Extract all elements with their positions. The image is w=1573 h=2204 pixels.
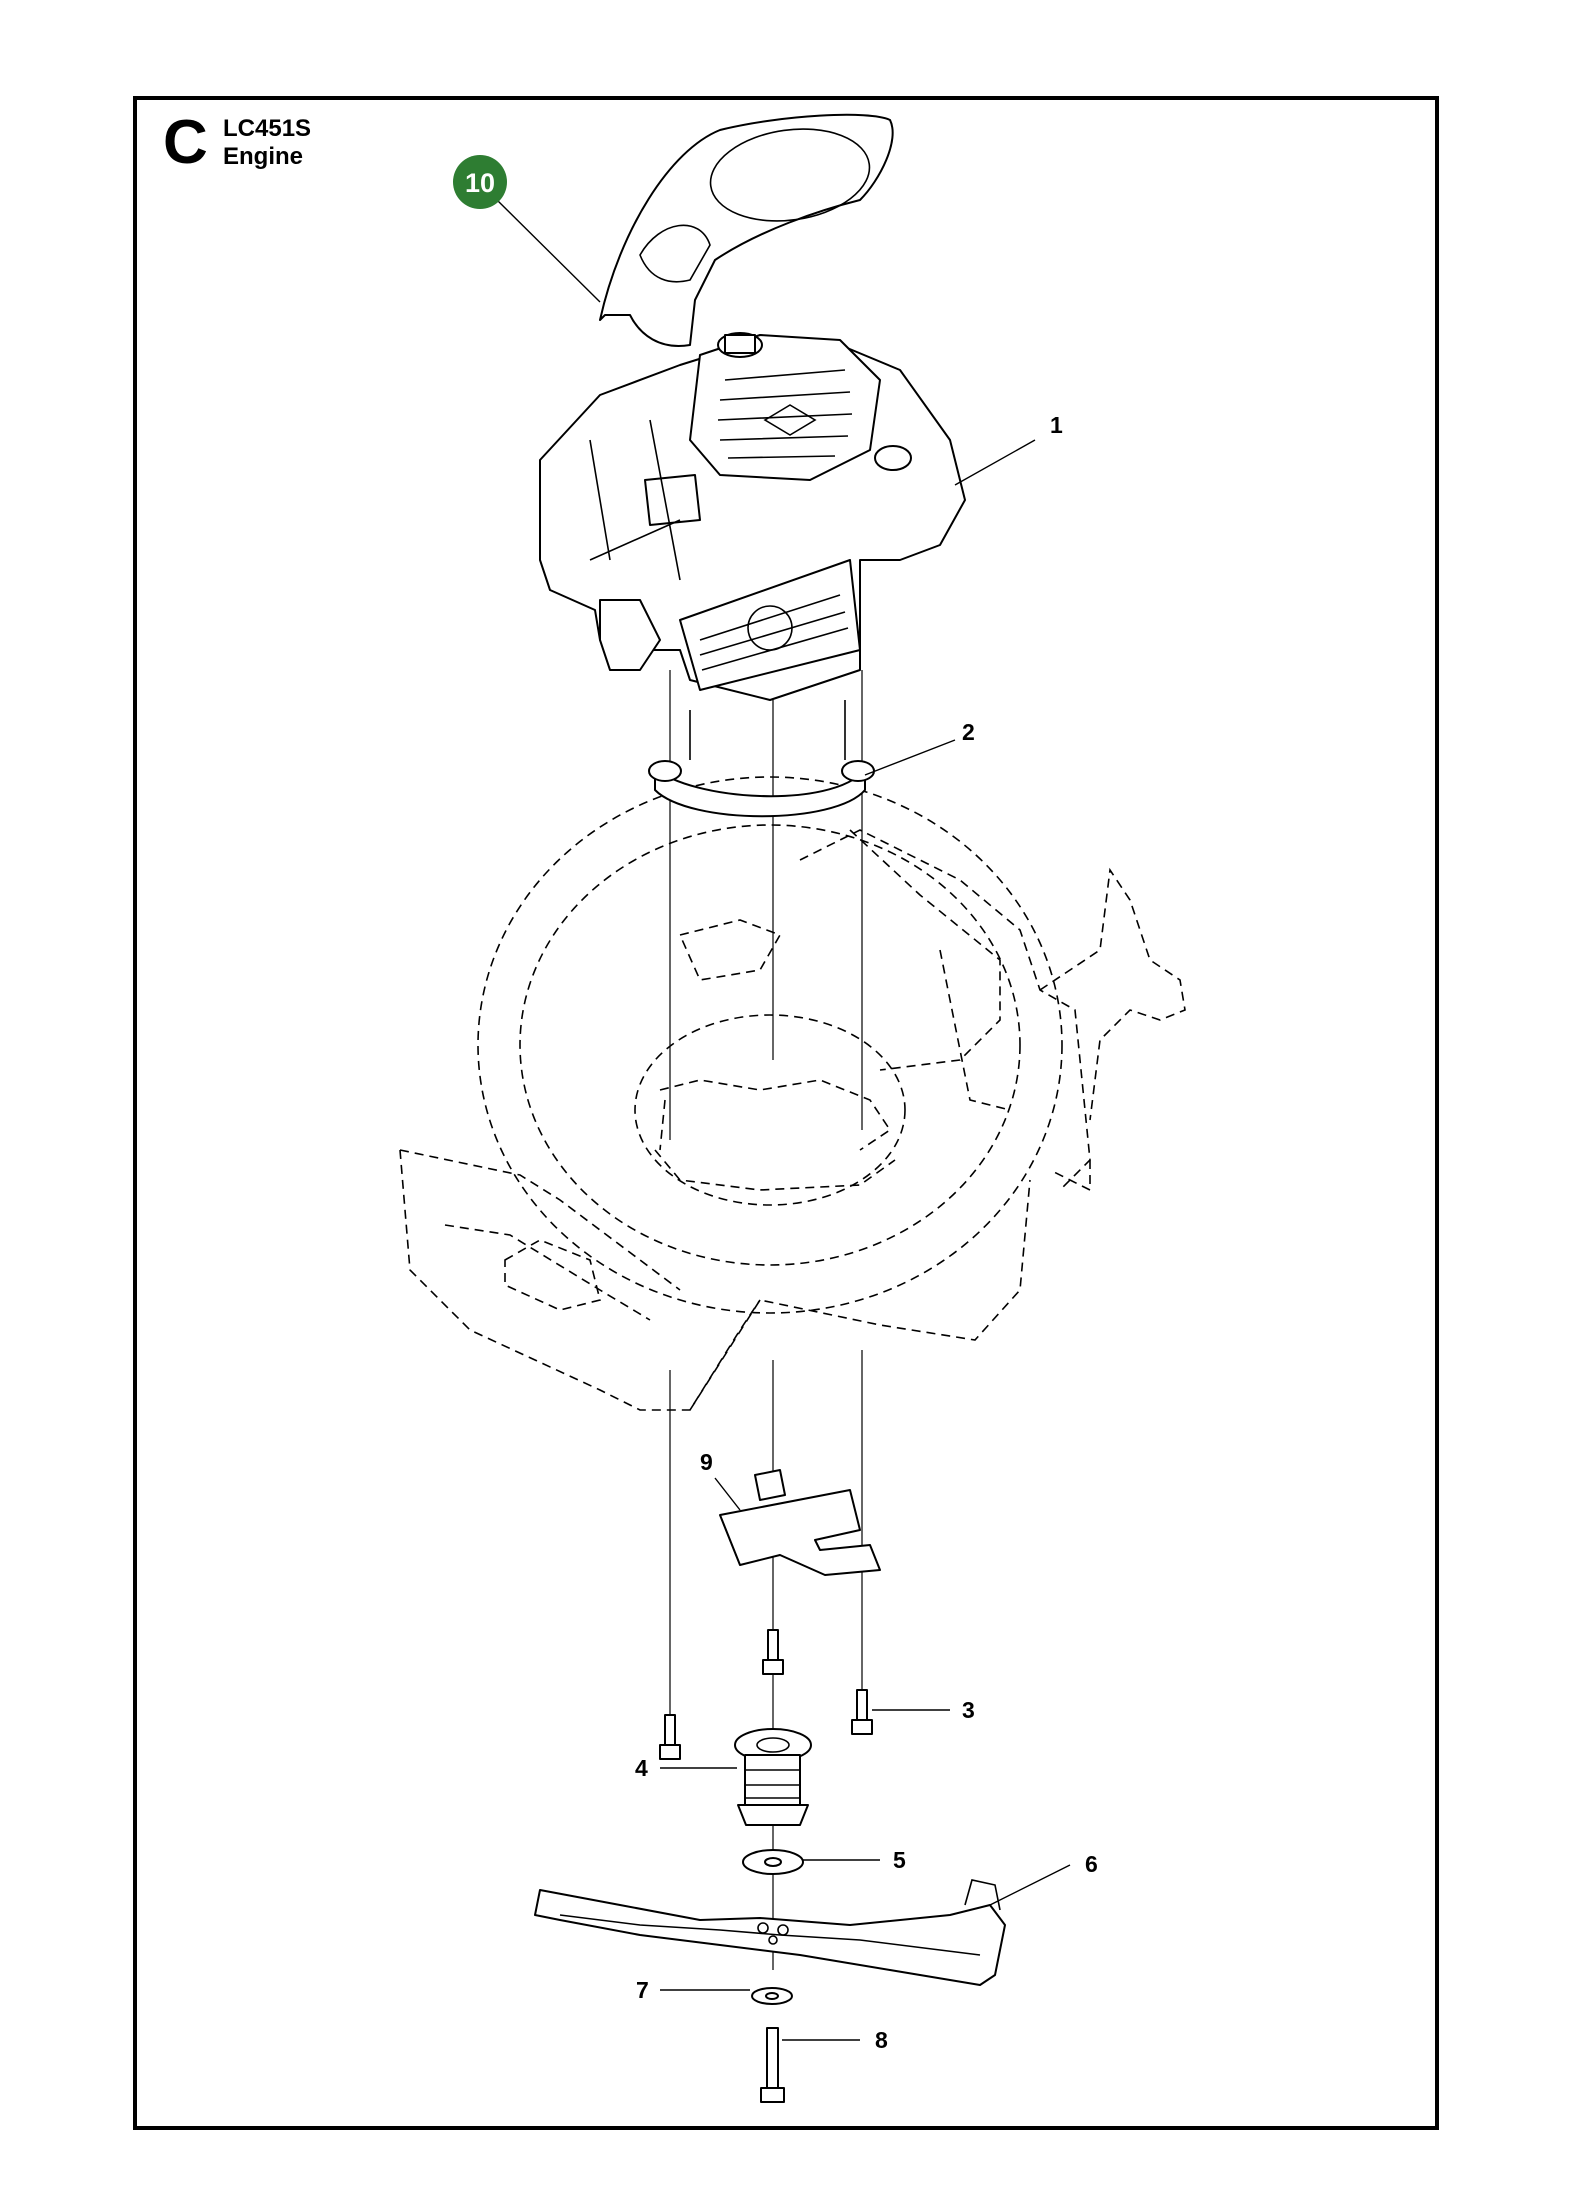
washer-part-7[interactable] xyxy=(751,1987,793,2005)
leader-lines xyxy=(496,199,1071,2041)
callout-8: 8 xyxy=(875,2027,888,2053)
blade-part-6[interactable] xyxy=(534,1879,1006,1986)
callout-2: 2 xyxy=(962,719,975,745)
engine-part-1[interactable] xyxy=(539,332,966,701)
bolt-part-3[interactable] xyxy=(659,1629,873,1760)
mower-deck-outline xyxy=(399,776,1186,1411)
callout-7: 7 xyxy=(636,1977,649,2003)
callout-1: 1 xyxy=(1050,412,1063,438)
engine-cover-part-10[interactable] xyxy=(599,113,894,347)
callout-3: 3 xyxy=(962,1697,975,1723)
callout-5: 5 xyxy=(893,1847,906,1873)
diagram-frame xyxy=(133,96,1439,2130)
callout-10-badge: 10 xyxy=(453,155,507,209)
model-number: LC451S xyxy=(223,115,312,142)
section-letter: C xyxy=(163,108,208,177)
alignment-lines xyxy=(669,670,863,1970)
bracket-part-9[interactable] xyxy=(719,1469,881,1576)
adapter-ring-part-2[interactable] xyxy=(648,700,875,818)
blade-adapter-part-4[interactable] xyxy=(734,1728,812,1826)
washer-part-5[interactable] xyxy=(742,1849,804,1875)
callout-4: 4 xyxy=(635,1755,648,1781)
callout-6: 6 xyxy=(1085,1851,1098,1877)
section-title: Engine xyxy=(223,143,304,170)
callout-10: 10 xyxy=(465,168,495,198)
blade-bolt-part-8[interactable] xyxy=(760,2027,785,2103)
callout-9: 9 xyxy=(700,1449,713,1475)
callout-labels: 1 2 3 4 5 6 7 8 9 xyxy=(635,412,1098,2053)
